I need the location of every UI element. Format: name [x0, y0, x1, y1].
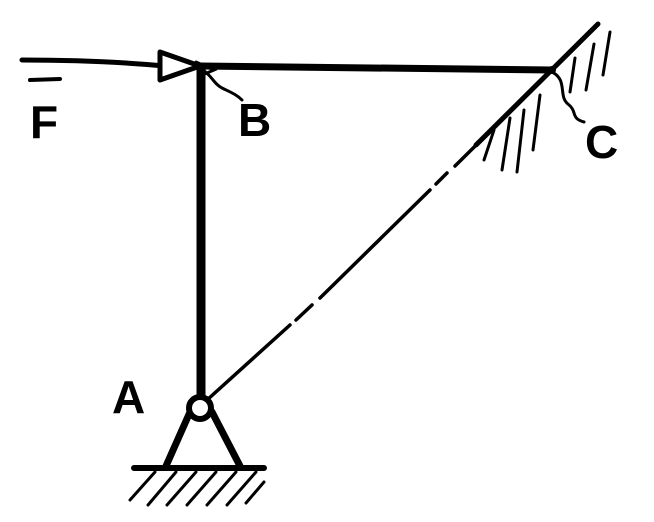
leader-b [201, 68, 244, 102]
label-b: B [238, 94, 271, 146]
pin-a [186, 394, 214, 422]
force-label-text: F [30, 96, 58, 148]
label-c: C [585, 116, 618, 168]
label-a: A [112, 371, 145, 423]
pin-support-a [128, 408, 267, 507]
leader-c [550, 70, 586, 124]
force-label: F [28, 77, 62, 148]
wall-c [473, 21, 612, 174]
force-arrow [19, 49, 203, 83]
force-vector-bar [28, 77, 62, 82]
rod-bc [196, 62, 556, 74]
